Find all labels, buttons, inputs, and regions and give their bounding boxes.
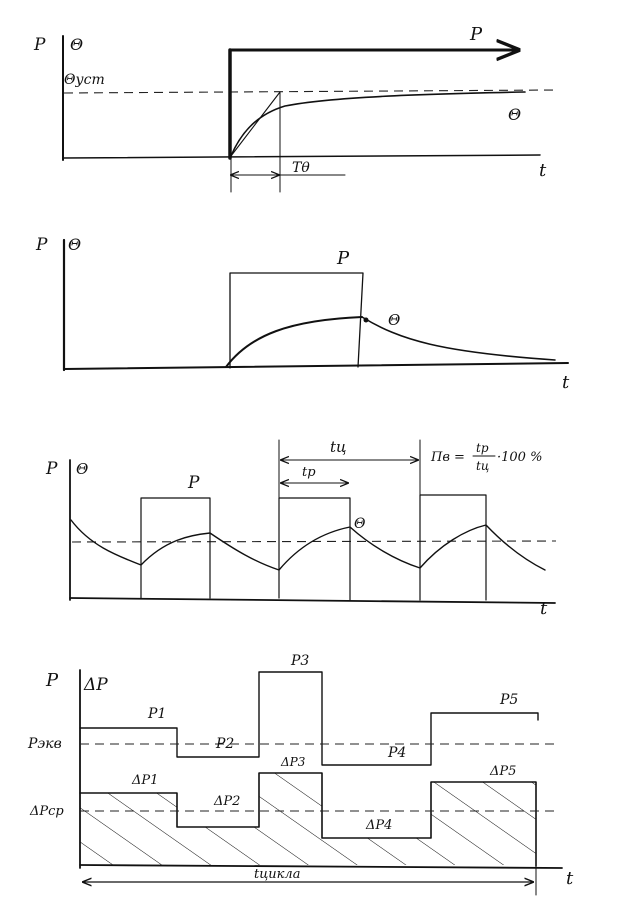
d4-cycle-label: tцикла xyxy=(254,867,300,882)
d2-power-axis-label: P xyxy=(35,235,48,255)
d4-dp1-label: ΔP1 xyxy=(131,773,158,788)
d2-theta-cooling xyxy=(361,316,556,361)
d3-duty-numerator: tр xyxy=(476,441,489,455)
d3-duty-rhs: ·100 % xyxy=(497,450,542,465)
diagram-equivalent-power: P ΔP Pэкв ΔPср P1 P2 P3 P4 P5 ΔP1 ΔP2 ΔP… xyxy=(27,653,574,896)
d1-temp-axis-label: Θ xyxy=(70,35,83,54)
d4-dp2-label: ΔP2 xyxy=(213,794,240,809)
d1-tangent-line xyxy=(230,91,281,157)
d1-x-axis xyxy=(62,154,541,159)
d3-theta-curve-label: Θ xyxy=(354,516,366,532)
d2-theta-heating xyxy=(225,316,363,368)
d3-cycle-label: tц xyxy=(330,438,347,456)
d4-dp3-label: ΔP3 xyxy=(280,755,306,769)
d2-x-axis xyxy=(63,362,569,370)
d4-dp4-label: ΔP4 xyxy=(365,818,392,833)
d4-x-axis xyxy=(79,864,563,869)
d2-p-curve-label: P xyxy=(336,248,350,269)
d4-p-staircase xyxy=(79,671,539,766)
d4-loss-area-hatch xyxy=(80,773,536,865)
d4-dp-avg-label: ΔPср xyxy=(29,804,64,819)
d1-theta-curve xyxy=(230,91,526,157)
d4-p-eqv-label: Pэкв xyxy=(27,736,62,752)
diagram-pulse-heating-cooling: P Θ P Θ t xyxy=(35,235,570,393)
d3-p-pulse-3 xyxy=(419,494,487,601)
d3-x-axis xyxy=(69,597,556,604)
d2-p-pulse xyxy=(229,272,364,369)
d3-p-curve-label: P xyxy=(187,473,200,493)
d3-time-label: t xyxy=(540,598,548,619)
d1-power-axis-label: P xyxy=(33,35,46,55)
d3-duty-denominator: tц xyxy=(476,459,489,473)
d2-theta-curve-label: Θ xyxy=(388,311,400,329)
diagram-step-heating: P Θ Θуст P Θ Tθ t xyxy=(33,24,557,193)
d1-tau-label: Tθ xyxy=(292,160,310,176)
d3-work-label: tр xyxy=(302,465,316,480)
diagram-intermittent-duty: P Θ P Θ tц tр Пв = tр tц ·100 % t xyxy=(45,438,557,619)
d4-power-axis-label: P xyxy=(45,670,59,691)
d3-mean-line xyxy=(71,540,557,543)
d4-time-label: t xyxy=(566,868,574,889)
d2-temp-axis-label: Θ xyxy=(68,235,81,254)
d3-theta-curve xyxy=(70,519,546,571)
d3-duty-lhs: Пв = xyxy=(430,450,465,465)
d3-temp-axis-label: Θ xyxy=(76,460,88,478)
d3-p-pulse-2 xyxy=(278,497,351,601)
d2-peak-dot xyxy=(363,317,369,323)
d3-power-axis-label: P xyxy=(45,459,58,479)
d4-p3-label: P3 xyxy=(290,653,309,669)
d1-theta-curve-label: Θ xyxy=(508,105,521,124)
d1-steady-temp-line xyxy=(63,89,557,94)
d4-p5-label: P5 xyxy=(499,692,518,708)
d4-dp-staircase xyxy=(79,772,537,867)
d4-p4-label: P4 xyxy=(387,745,406,761)
d1-time-label: t xyxy=(539,160,547,181)
d4-loss-axis-label: ΔP xyxy=(83,675,108,695)
d1-steady-temp-label: Θуст xyxy=(64,72,105,88)
d3-p-pulse-1 xyxy=(140,497,211,599)
d2-time-label: t xyxy=(562,372,570,393)
d1-p-curve-label: P xyxy=(469,24,483,45)
d4-p2-label: P2 xyxy=(215,736,234,752)
d4-p1-label: P1 xyxy=(147,706,166,722)
d4-dp5-label: ΔP5 xyxy=(489,764,516,779)
